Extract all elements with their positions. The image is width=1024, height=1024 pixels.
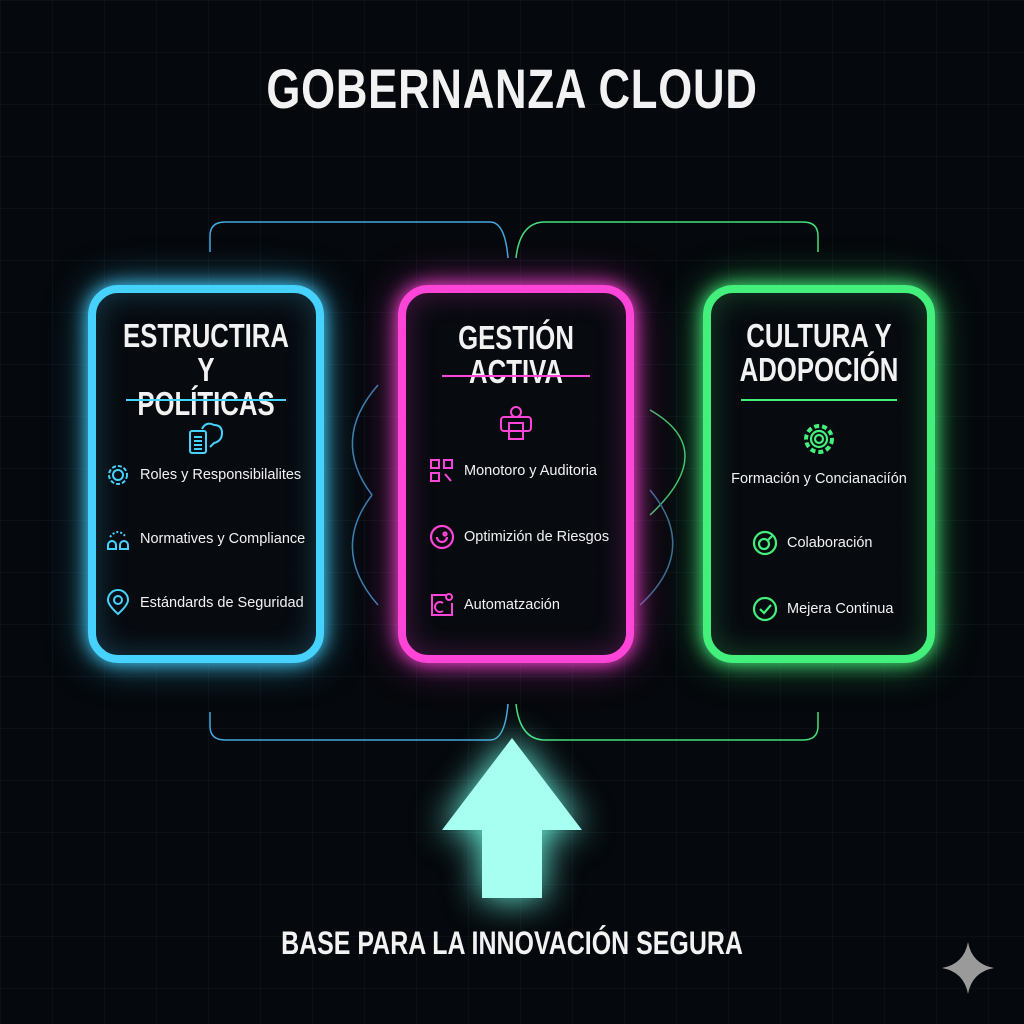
item-label: Mejera Continua [787, 601, 894, 617]
left-loop-2 [351, 494, 379, 606]
bottom-connector-blue [209, 703, 509, 741]
item-label: Normatives y Compliance [140, 531, 306, 547]
document-cloud-icon [189, 422, 224, 454]
list-item: Roles y Responsibilalites [96, 461, 324, 489]
check-circle-icon [752, 596, 778, 622]
grid-icon [430, 459, 453, 482]
list-item: Mejera Continua [711, 595, 967, 623]
item-label: Estándards de Seguridad [140, 595, 304, 611]
gear-icon [804, 424, 834, 454]
gear-icon [108, 465, 128, 485]
location-pin-icon [106, 589, 130, 616]
up-arrow [442, 738, 582, 898]
presenter-icon [500, 406, 532, 440]
list-item: Optimizión de Riesgos [406, 523, 648, 551]
divider [741, 399, 897, 401]
list-item: Monotoro y Auditoria [406, 457, 648, 485]
card-title: GESTIÓN ACTIVA [458, 319, 574, 390]
item-label: Colaboración [787, 535, 873, 551]
list-item: Automatzación [406, 591, 648, 619]
item-label: Automatzación [464, 597, 560, 613]
list-item: Formación y Concianaciíón [711, 471, 927, 487]
card-management: GESTIÓN ACTIVA Monotoro y Auditoria Opti… [398, 285, 634, 663]
item-label: Roles y Responsibilalites [140, 467, 302, 483]
top-connector-green [515, 221, 819, 259]
sparkle-icon [942, 942, 994, 994]
page-title: GOBERNANZA CLOUD [266, 57, 758, 120]
footer-caption: BASE PARA LA INNOVACIÓN SEGURA [281, 925, 743, 961]
list-item: Normatives y Compliance [96, 525, 324, 553]
divider [126, 399, 286, 401]
item-label: Formación y Concianaciíón [731, 471, 907, 487]
automation-icon [431, 593, 453, 616]
refresh-icon [429, 524, 455, 550]
people-icon [107, 531, 129, 550]
bottom-connector-green [515, 703, 819, 741]
right-loop-1 [649, 409, 686, 516]
item-label: Optimizión de Riesgos [464, 529, 610, 545]
left-loop-1 [351, 384, 379, 496]
divider [442, 375, 590, 377]
list-item: Colaboración [711, 529, 967, 557]
right-loop-2 [639, 489, 674, 606]
list-item: Estándards de Seguridad [96, 589, 324, 617]
target-icon [752, 530, 778, 556]
item-label: Monotoro y Auditoria [464, 463, 597, 479]
top-connector-blue [209, 221, 509, 259]
